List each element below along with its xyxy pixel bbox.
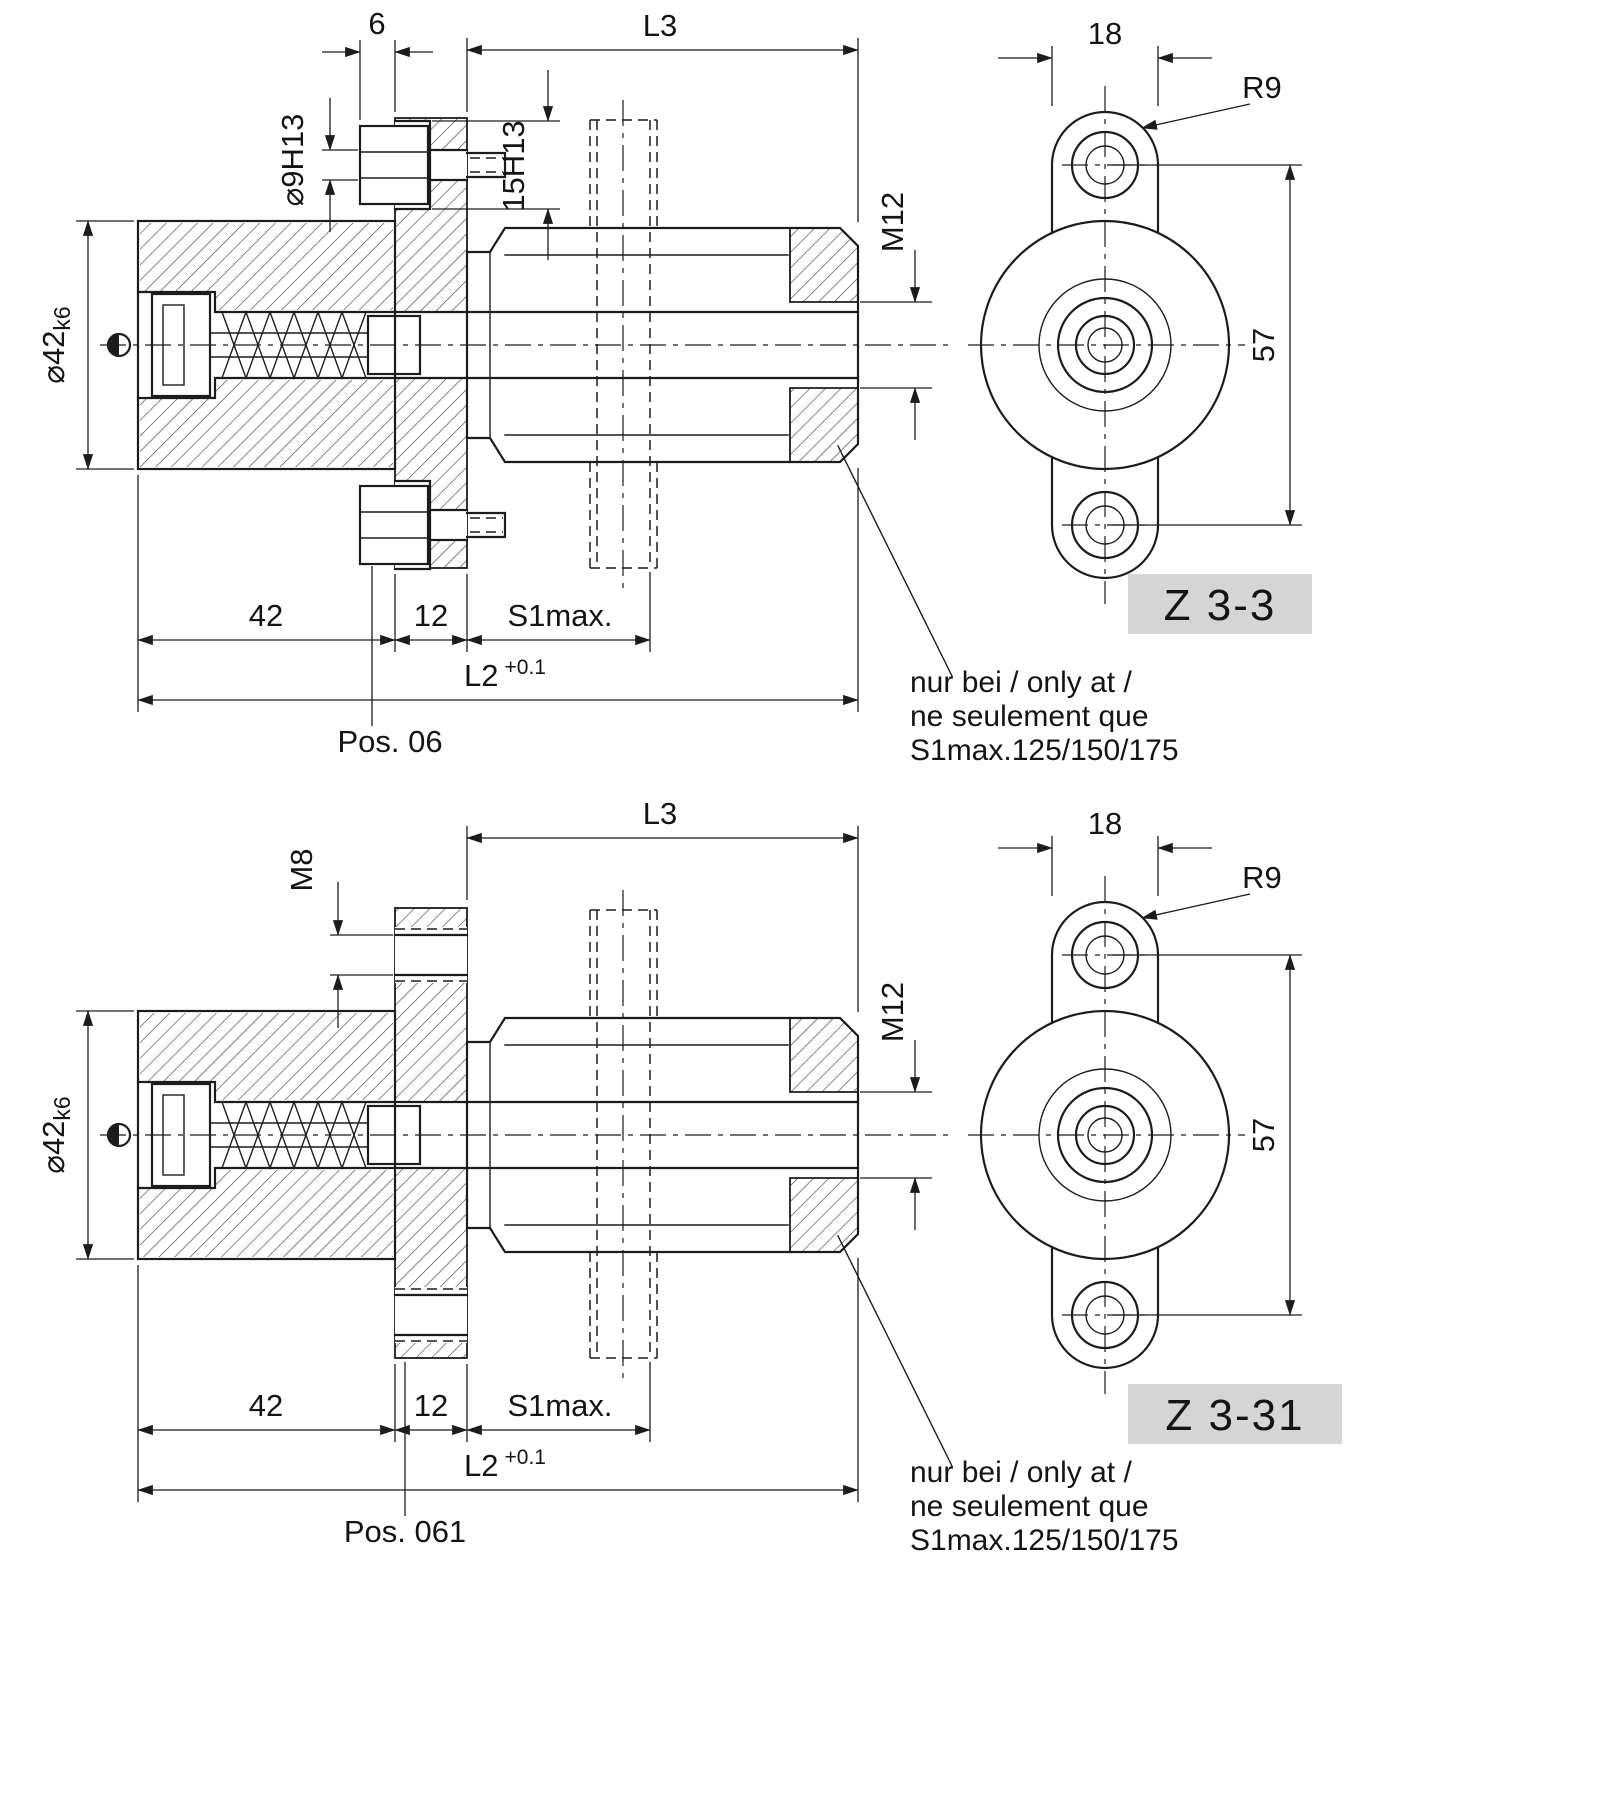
dimensions: 6 L3 ⌀9H13 15H13 ⌀42k6 M12 18 R9 — [36, 6, 1302, 712]
position-callout: Pos. 061 — [344, 1362, 466, 1549]
dim-ear-radius: R9 — [1242, 70, 1282, 105]
flange-bolt-bottom — [358, 484, 507, 566]
bolt-head — [358, 124, 430, 206]
centerlines — [100, 876, 1245, 1394]
mounting-flange — [393, 907, 469, 1359]
dim-hole-spacing: 57 — [1246, 1118, 1281, 1152]
note-leader — [837, 1235, 953, 1467]
position-callout: Pos. 06 — [337, 566, 443, 759]
dim-l3: L3 — [643, 796, 677, 831]
right-body — [465, 909, 860, 1359]
view-z3-31: L3 M8 ⌀42k6 M12 18 R9 57 — [36, 796, 1342, 1557]
dim-flange-thread: M8 — [284, 848, 319, 891]
dim-thread-end: M12 — [875, 982, 910, 1042]
dim-body-dia: ⌀42k6 — [36, 1096, 75, 1173]
dim-ear-radius: R9 — [1242, 860, 1282, 895]
note-leader — [837, 445, 953, 677]
push-rod — [209, 332, 369, 358]
pos-label: Pos. 061 — [344, 1514, 466, 1549]
note: nur bei / only at / ne seulement que S1m… — [837, 1235, 1179, 1557]
note-line-3: S1max.125/150/175 — [910, 1524, 1179, 1557]
part-label-bg — [1128, 1384, 1342, 1444]
spring — [221, 1099, 367, 1171]
spring — [221, 1099, 367, 1171]
dim-stroke: S1max. — [507, 598, 612, 633]
dim-body-len: 42 — [249, 1388, 283, 1423]
dim-ear-width: 18 — [1088, 16, 1122, 51]
centerlines — [100, 86, 1245, 604]
mounting-flange — [358, 117, 507, 571]
part-name: Z 3-3 — [1164, 581, 1277, 630]
view-z3-3: 6 L3 ⌀9H13 15H13 ⌀42k6 M12 18 R9 — [36, 6, 1312, 767]
dim-body-dia: ⌀42k6 — [36, 306, 75, 383]
bolt-head — [358, 484, 430, 566]
bore-lines — [465, 310, 860, 380]
dim-l3: L3 — [643, 8, 677, 43]
dim-ear-width: 18 — [1088, 806, 1122, 841]
push-rod — [209, 1122, 369, 1148]
end-insert — [789, 1177, 859, 1253]
part-label: Z 3-31 — [1128, 1384, 1342, 1444]
pos-label: Pos. 06 — [337, 724, 442, 759]
part-label-bg — [1128, 574, 1312, 634]
note-line-1: nur bei / only at / — [910, 666, 1132, 699]
end-insert — [789, 227, 859, 303]
end-insert — [789, 1017, 859, 1093]
dim-flange-thk: 12 — [414, 1388, 448, 1423]
spring — [221, 309, 367, 381]
flange-tapped-holes — [393, 933, 469, 1337]
dim-hole-spacing: 57 — [1246, 328, 1281, 362]
dim-l2: L2+0.1 — [464, 1446, 546, 1483]
note: nur bei / only at / ne seulement que S1m… — [837, 445, 1179, 767]
dim-cbore-dia: 15H13 — [496, 120, 531, 211]
note-line-1: nur bei / only at / — [910, 1456, 1132, 1489]
dim-l2: L2+0.1 — [464, 656, 546, 693]
part-label: Z 3-3 — [1128, 574, 1312, 634]
end-insert — [789, 387, 859, 463]
dim-body-len: 42 — [249, 598, 283, 633]
dim-stroke: S1max. — [507, 1388, 612, 1423]
note-line-3: S1max.125/150/175 — [910, 734, 1179, 767]
dim-thread-end: M12 — [875, 192, 910, 252]
flange-holes — [393, 119, 469, 571]
flange-bolt-top — [358, 124, 507, 206]
part-name: Z 3-31 — [1165, 1391, 1304, 1440]
bore-lines — [465, 1100, 860, 1170]
dim-hole-dia: ⌀9H13 — [275, 114, 310, 207]
right-body — [465, 119, 860, 569]
dim-head-offset: 6 — [368, 6, 385, 41]
dimensions: L3 M8 ⌀42k6 M12 18 R9 57 — [36, 796, 1302, 1502]
note-line-2: ne seulement que — [910, 700, 1149, 733]
dim-flange-thk: 12 — [414, 598, 448, 633]
spring — [221, 309, 367, 381]
note-line-2: ne seulement que — [910, 1490, 1149, 1523]
